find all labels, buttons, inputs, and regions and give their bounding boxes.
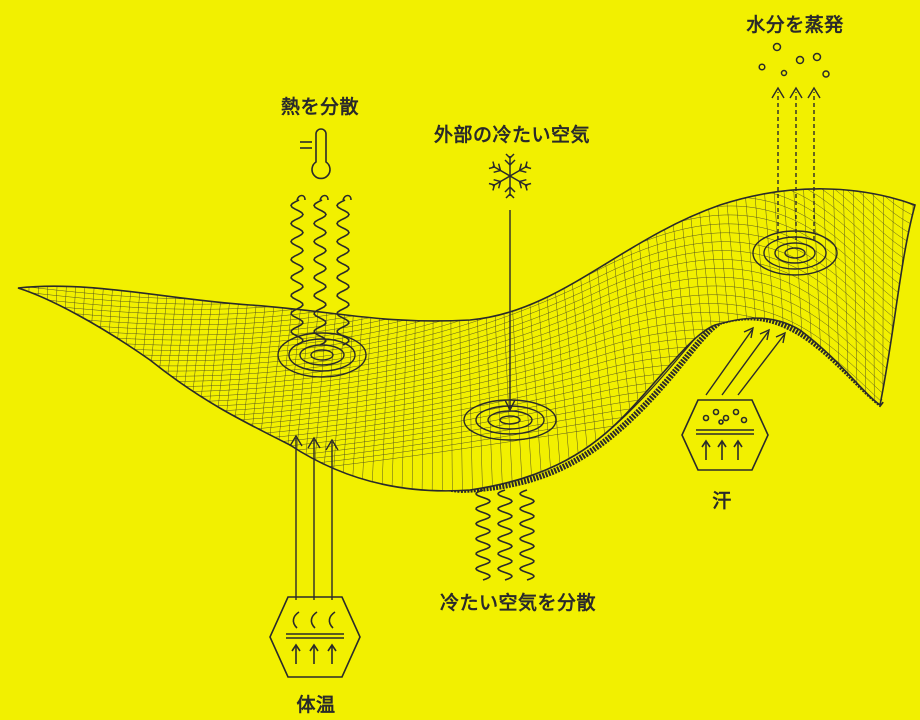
vapor-droplets-icon [758,42,830,78]
body-heat-arrows [289,434,339,600]
heat-waves-up [290,194,352,346]
thermometer-icon [300,128,331,180]
body-heat-label: 体温 [296,694,336,716]
disperse-heat-label: 熱を分散 [280,96,360,118]
outside-cold-air-label: 外部の冷たい空気 [433,124,591,146]
evaporate-moisture-label: 水分を蒸発 [746,14,844,36]
sweat-label: 汗 [712,490,732,512]
cold-wave-line [497,489,513,581]
heat-wave-arrowhead [342,194,352,201]
evaporation-arrows [771,86,821,240]
heat-wave-arrowhead [296,194,306,201]
snowflake-icon [487,153,533,199]
heat-swirl-rings [277,332,367,378]
sweat-hexagon-icon [681,399,769,471]
body-heat-hexagon-icon [269,596,361,678]
cold-wave-line [475,489,491,581]
cold-air-arrow [504,210,516,412]
sweat-arrows [705,326,786,396]
fabric-surface [17,188,916,492]
cold-waves-down [475,489,535,581]
cold-wave-line [519,489,535,581]
heat-wave-arrowhead [319,194,329,201]
evaporation-rings [752,230,838,276]
heat-wave-line [290,199,304,346]
heat-wave-line [336,199,350,346]
heat-wave-line [313,199,327,346]
disperse-cold-air-label: 冷たい空気を分散 [439,592,597,614]
